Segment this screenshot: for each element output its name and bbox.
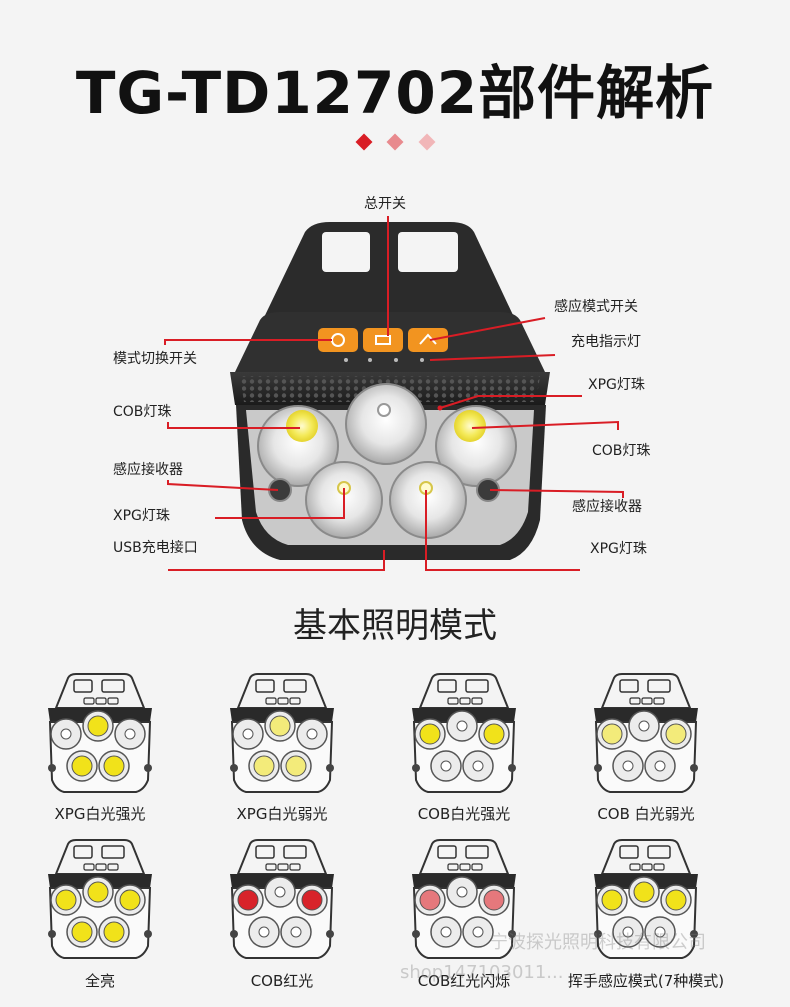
- mode-label: XPG白光强光: [54, 805, 146, 823]
- mode-label: 全亮: [84, 972, 115, 990]
- label-sensor-mode-switch: 感应模式开关: [554, 299, 638, 315]
- mini-headlamp-icon: [48, 839, 152, 959]
- mode-card: [404, 838, 534, 998]
- label-mode-switch: 模式切换开关: [113, 351, 197, 367]
- label-usb-port: USB充电接口: [113, 540, 198, 556]
- label-sensor-left: 感应接收器: [113, 462, 183, 478]
- xpg-led-top: [377, 403, 391, 417]
- mode-label: 挥手感应模式(7种模式): [567, 972, 725, 990]
- mini-headlamp-icon: [594, 839, 698, 959]
- mini-headlamp-icon: [48, 673, 152, 793]
- mini-headlamp-icon: [594, 673, 698, 793]
- label-charge-indicator: 充电指示灯: [571, 334, 641, 350]
- mode-card: [586, 838, 716, 998]
- headlamp-diagram: [164, 216, 624, 571]
- label-main-switch: 总开关: [364, 196, 406, 212]
- main-switch-button[interactable]: [363, 328, 403, 352]
- mode-card: [586, 672, 716, 832]
- mode-card: [40, 838, 170, 998]
- mini-headlamp-icon: [412, 673, 516, 793]
- callout-lines: [164, 216, 624, 571]
- section-title: 基本照明模式: [293, 606, 497, 646]
- label-cob-left: COB灯珠: [113, 404, 172, 420]
- watermark: 宁波探光照明科技有限公司: [490, 932, 706, 953]
- label-xpg-left: XPG灯珠: [113, 508, 170, 524]
- mode-label: COB 白光弱光: [597, 805, 695, 823]
- mode-label: COB红光: [250, 972, 314, 990]
- mode-label: COB红光闪烁: [417, 972, 511, 990]
- sensor-switch-button[interactable]: [408, 328, 448, 352]
- mode-card: [222, 838, 352, 998]
- mode-card: [404, 672, 534, 832]
- mini-headlamp-icon: [230, 673, 334, 793]
- cob-led-left: [286, 410, 318, 442]
- mini-headlamp-icon: [230, 839, 334, 959]
- cob-led-right: [454, 410, 486, 442]
- label-sensor-right: 感应接收器: [572, 499, 642, 515]
- label-xpg-top-right: XPG灯珠: [588, 377, 645, 393]
- page-title: TG-TD12702部件解析: [75, 59, 715, 127]
- mini-headlamp-icon: [412, 839, 516, 959]
- mode-label: COB白光强光: [417, 805, 511, 823]
- mode-card: [40, 672, 170, 832]
- mode-label: XPG白光弱光: [236, 805, 328, 823]
- mode-card: [222, 672, 352, 832]
- label-cob-right: COB灯珠: [592, 443, 651, 459]
- mode-switch-button[interactable]: [318, 328, 358, 352]
- watermark-shop: shop147103011...: [400, 962, 564, 983]
- label-xpg-bottom-right: XPG灯珠: [590, 541, 647, 557]
